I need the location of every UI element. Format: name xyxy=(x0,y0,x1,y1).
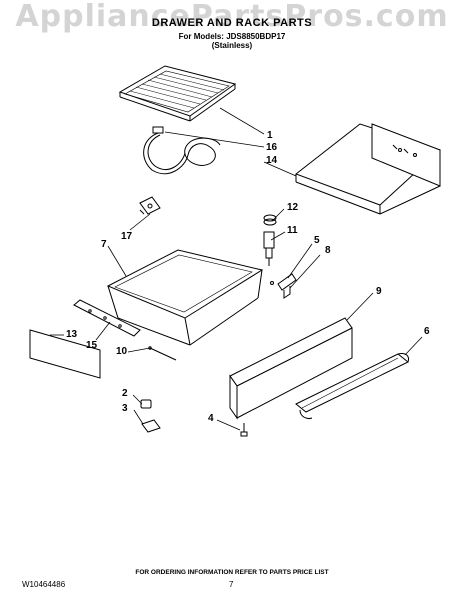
document-id: W10464486 xyxy=(22,580,66,589)
model-numbers: For Models: JDS8850BDP17 xyxy=(178,32,286,41)
screw xyxy=(240,423,248,437)
callout-8: 8 xyxy=(325,245,331,256)
watermark: AppliancePartsPros.com xyxy=(15,0,449,34)
callout-15: 15 xyxy=(86,340,98,351)
callout-7: 7 xyxy=(101,239,107,250)
callout-12: 12 xyxy=(287,202,299,213)
callout-11: 11 xyxy=(287,225,298,236)
drawer-slide xyxy=(73,299,141,337)
callout-4: 4 xyxy=(208,413,214,424)
callout-16: 16 xyxy=(266,142,278,153)
drawer-pan xyxy=(106,249,264,346)
finish-label: (Stainless) xyxy=(211,41,253,50)
nut xyxy=(140,399,152,409)
callout-17: 17 xyxy=(121,231,133,242)
callout-1: 1 xyxy=(267,130,273,141)
oven-rack xyxy=(118,65,237,122)
callout-10: 10 xyxy=(116,346,128,357)
leader-lines xyxy=(50,107,423,431)
drawer-handle xyxy=(295,353,409,419)
page-number: 7 xyxy=(229,580,234,589)
drawer-front-panel xyxy=(29,329,101,379)
wire-pin xyxy=(148,346,177,361)
drawer-support xyxy=(294,123,441,215)
ordering-note: FOR ORDERING INFORMATION REFER TO PARTS … xyxy=(135,569,329,576)
mounting-bracket xyxy=(139,196,161,215)
callout-5: 5 xyxy=(314,235,320,246)
terminal-block xyxy=(263,231,275,266)
callout-3: 3 xyxy=(122,403,128,414)
drawer-heating-element xyxy=(143,126,221,175)
drawer-clip xyxy=(270,273,297,299)
grommet xyxy=(263,214,277,226)
callout-2: 2 xyxy=(122,388,128,399)
diagram-title: DRAWER AND RACK PARTS xyxy=(151,17,313,29)
drawer-outer-panel xyxy=(229,317,353,420)
callout-13: 13 xyxy=(66,329,78,340)
callout-14: 14 xyxy=(266,155,278,166)
bumper-pad xyxy=(141,419,161,433)
callout-9: 9 xyxy=(376,286,382,297)
callout-6: 6 xyxy=(424,326,430,337)
